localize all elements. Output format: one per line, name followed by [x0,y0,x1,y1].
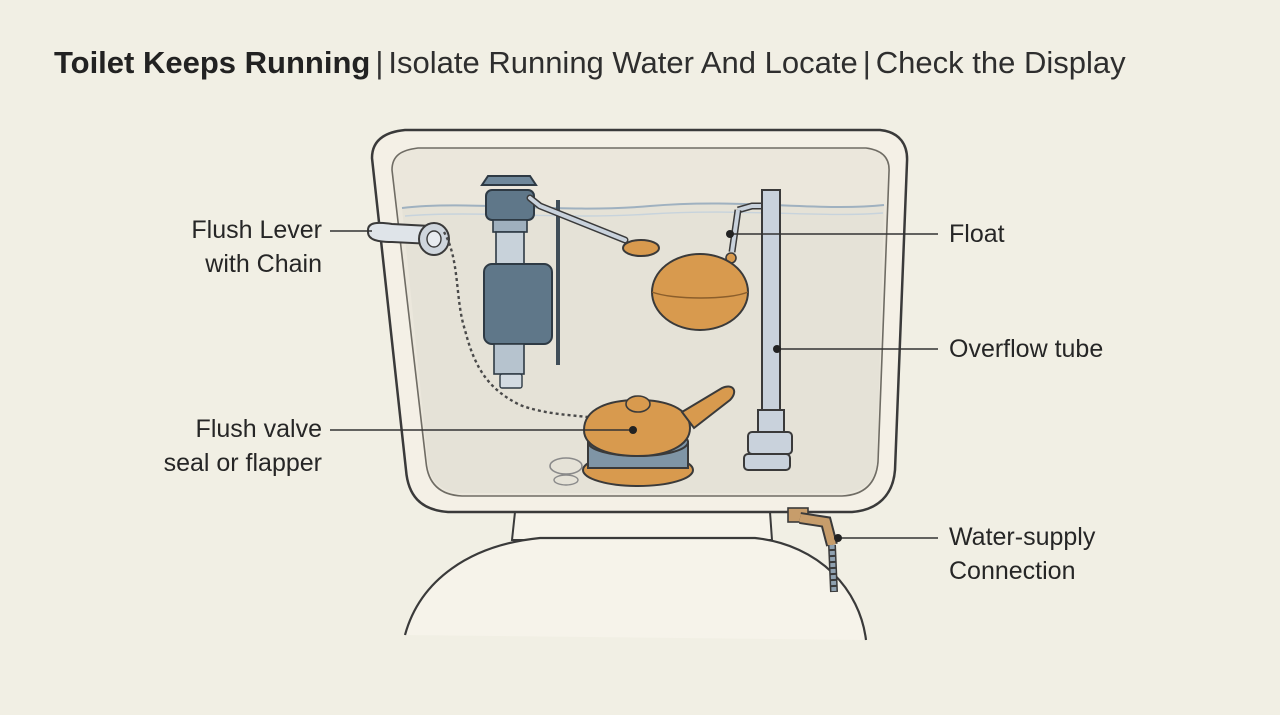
leader-lines [330,230,938,542]
label-flush-valve-line2: seal or flapper [163,449,322,477]
label-float: Float [949,220,1005,248]
title-separator-2: | [862,45,871,80]
flush-chain [442,231,633,430]
overflow-tube [743,189,793,471]
label-overflow-tube: Overflow tube [949,335,1104,363]
flapper [582,385,736,487]
drain-ring [549,457,583,486]
label-water-supply: Water-supply Connection [949,520,1095,588]
page-title: Toilet Keeps Running|Isolate Running Wat… [54,44,1126,82]
water-supply-pipe [787,507,838,593]
float-ball [651,202,768,331]
label-flush-lever: Flush Lever with Chain [150,213,322,281]
label-water-supply-line2: Connection [949,557,1076,585]
label-flush-valve-line1: Flush valve [195,415,322,443]
label-water-supply-line1: Water-supply [949,523,1096,551]
label-flush-valve: Flush valve seal or flapper [120,412,322,480]
title-part-3: Check the Display [875,45,1126,80]
title-main: Toilet Keeps Running [54,45,371,80]
label-flush-lever-line1: Flush Lever [191,216,322,244]
title-part-2: Isolate Running Water And Locate [388,45,858,80]
fill-valve [480,175,660,389]
toilet-bowl [403,511,868,641]
flush-lever [367,221,450,256]
title-separator-1: | [375,45,384,80]
label-flush-lever-line2: with Chain [205,250,322,278]
